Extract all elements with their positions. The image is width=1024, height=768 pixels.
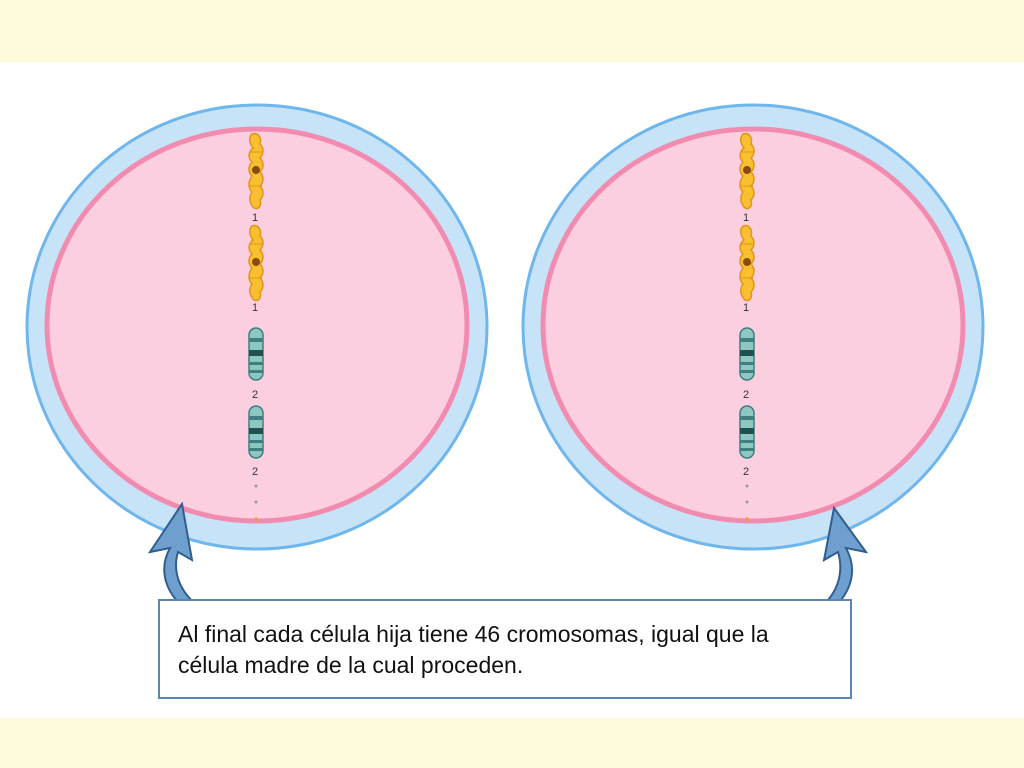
ellipsis-dot	[745, 500, 749, 504]
chromosome-label: 2	[252, 389, 258, 401]
chromosome-label: 1	[743, 302, 749, 314]
chromosome-label: 1	[252, 212, 258, 224]
chromosome-label: 1	[252, 302, 258, 314]
chromosome-1a	[739, 132, 755, 210]
chromosome-2b	[248, 405, 264, 459]
left-chromosome-set: 1 1 2 2	[248, 132, 264, 521]
chromosome-2a	[248, 327, 264, 381]
left-arrow-icon	[147, 501, 200, 614]
chromosome-1a	[248, 132, 264, 210]
top-band	[0, 0, 1024, 62]
caption-text: Al final cada célula hija tiene 46 cromo…	[178, 621, 769, 678]
right-chromosome-set: 1 1 2 2	[739, 132, 755, 521]
ellipsis-dot	[254, 517, 258, 521]
right-daughter-cell	[523, 105, 983, 549]
chromosome-label: 1	[743, 212, 749, 224]
chromosome-label: 2	[743, 389, 749, 401]
caption-box: Al final cada célula hija tiene 46 cromo…	[158, 599, 852, 699]
ellipsis-dot	[745, 517, 749, 521]
right-arrow-icon	[820, 505, 869, 614]
ellipsis-dot	[254, 500, 258, 504]
chromosome-1b	[248, 224, 264, 302]
chromosome-2a	[739, 327, 755, 381]
ellipsis-dot	[254, 484, 258, 488]
chromosome-label: 2	[252, 466, 258, 478]
bottom-band	[0, 718, 1024, 768]
chromosome-2b	[739, 405, 755, 459]
chromosome-1b	[739, 224, 755, 302]
ellipsis-dot	[745, 484, 749, 488]
chromosome-label: 2	[743, 466, 749, 478]
